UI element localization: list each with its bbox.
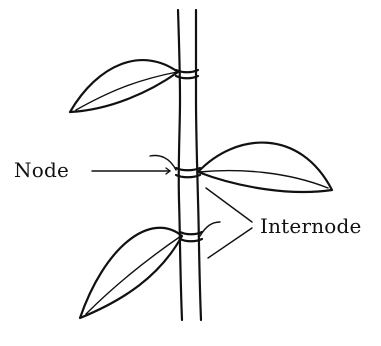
internode-label: Internode <box>260 214 362 238</box>
node-pointer-arrowhead <box>165 167 171 175</box>
leaf-middle-right <box>196 141 334 194</box>
internode-pointer-upper <box>205 187 253 223</box>
leaf-middle-left-bud <box>149 154 177 171</box>
leaf-lower-right <box>199 221 221 237</box>
leaf-upper-left <box>68 58 180 114</box>
stem <box>176 8 203 322</box>
node-label: Node <box>14 158 69 182</box>
pointer-lines <box>91 167 253 259</box>
leaves <box>68 58 334 320</box>
internode-pointer-lower <box>207 227 253 259</box>
leaf-lower-left <box>78 226 184 320</box>
